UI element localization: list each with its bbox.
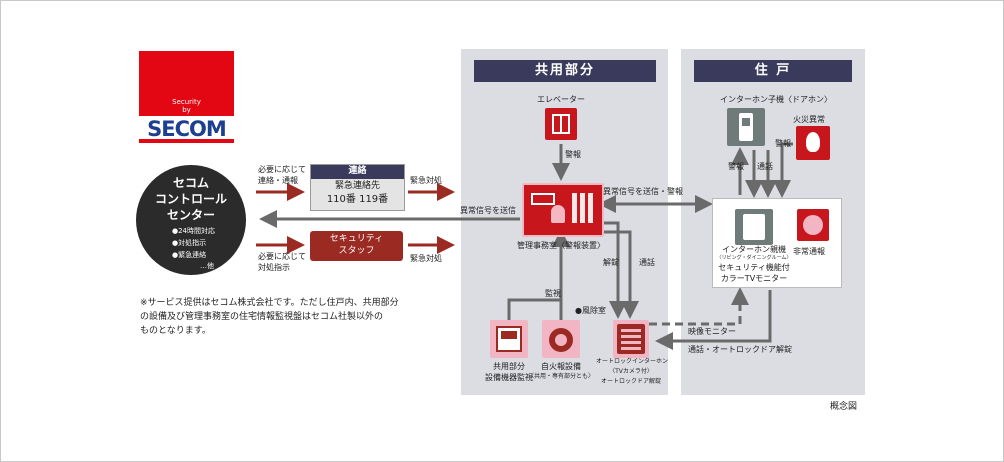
center-etc: …他: [200, 262, 214, 270]
upper-left-label-2: 連絡・通報: [258, 176, 298, 185]
intercom-label-1: インターホン親機: [722, 245, 786, 254]
facility-label-1: 共用部分: [493, 362, 525, 371]
note-line-3: ものとなります。: [140, 326, 211, 336]
dwelling-header: 住 戸: [694, 60, 852, 82]
intercom-label-4: カラーTVモニター: [720, 274, 788, 283]
upper-right-label: 緊急対処: [410, 176, 442, 185]
emergency-icon: [797, 209, 829, 241]
door-phone-label: インターホン子機〈ドアホン〉: [720, 95, 832, 104]
lower-right-label: 緊急対処: [410, 254, 442, 263]
dwelling-alarm-label: 警報: [728, 162, 744, 171]
autolock-intercom-icon: [613, 320, 649, 358]
center-title-line-1: セコム: [172, 176, 209, 190]
lower-left-label-1: 必要に応じて: [258, 252, 306, 261]
abnormal-signal-label: 異常信号を送信・警報: [603, 187, 683, 196]
note-line-1: ※サービス提供はセコム株式会社です。ただし住戸内、共用部分: [140, 298, 399, 308]
call-unlock-label: 通話・オートロックドア解錠: [688, 345, 792, 354]
lower-left-label-2: 対処指示: [258, 263, 290, 272]
facility-label-2: 設備機器監視: [485, 373, 533, 382]
security-staff-box: セキュリティ スタッフ: [310, 231, 403, 261]
upper-left-label-1: 必要に応じて: [258, 165, 306, 174]
center-bullet-3: ●緊急連絡: [172, 251, 207, 259]
fire-label: 火災異常: [793, 115, 825, 124]
fire-icon: [796, 126, 830, 160]
dwelling-call-label: 通話: [757, 162, 773, 171]
center-bullet-1: ●24時間対応: [172, 227, 216, 235]
call-label: 通話: [639, 258, 655, 267]
autolock-label-2: 〈TVカメラ付〉: [609, 368, 653, 375]
wind-room-label: ●風除室: [575, 306, 606, 315]
monitor-label: 監視: [545, 289, 561, 298]
autolock-label-1: オートロックインターホン: [596, 358, 669, 365]
emergency-label: 非常通報: [793, 247, 825, 256]
fire-alarm-icon: [542, 320, 580, 358]
caption: 概念図: [830, 402, 858, 412]
autolock-label-3: オートロックドア解錠: [600, 378, 661, 385]
contact-box: 連絡 緊急連絡先 110番 119番: [310, 164, 405, 211]
contact-box-line-2: 110番 119番: [326, 194, 389, 205]
secom-logo: Security by SECOM: [139, 51, 234, 143]
office-label: 管理事務室〈警報装置〉: [517, 241, 605, 250]
fire-alarm-label-2: 〈共用・専有部分とも〉: [527, 373, 594, 380]
center-title-line-2: コントロール: [154, 192, 227, 206]
logo-by-text: by: [182, 106, 191, 114]
door-phone-icon: [727, 108, 765, 146]
contact-box-line-1: 緊急連絡先: [334, 181, 380, 191]
note-line-2: の設備及び管理事務室の住宅情報監視盤はセコム社製以外の: [140, 312, 384, 322]
intercom-box: 非常通報 インターホン親機 〈リビング・ダイニングルーム〉 セキュリティ機能付 …: [712, 198, 842, 288]
facility-monitor-icon: [490, 320, 528, 358]
logo-security-text: Security: [172, 98, 201, 106]
signal-label: 異常信号を送信: [460, 206, 516, 215]
intercom-label-2: 〈リビング・ダイニングルーム〉: [716, 255, 792, 261]
center-bullet-2: ●対処指示: [172, 239, 207, 247]
staff-line-2: スタッフ: [338, 246, 375, 256]
dwelling-alarm2-label: 警報: [775, 139, 791, 148]
staff-line-1: セキュリティ: [329, 234, 384, 244]
intercom-label-3: セキュリティ機能付: [718, 263, 790, 272]
office-alarm-panel-icon: [522, 183, 604, 237]
intercom-icon: [735, 209, 773, 245]
secom-control-center: [136, 165, 246, 275]
elevator-icon: [545, 108, 577, 140]
video-monitor-label: 映像モニター: [688, 327, 736, 336]
common-area-header: 共用部分: [474, 60, 656, 82]
contact-box-title: 連絡: [348, 166, 367, 176]
elevator-label: エレベーター: [537, 95, 585, 104]
logo-secom-text: SECOM: [147, 117, 227, 141]
fire-alarm-label-1: 自火報設備: [541, 362, 581, 371]
elevator-alarm-label: 警報: [565, 150, 581, 159]
unlock-label: 解錠: [603, 258, 619, 267]
center-title-line-3: センター: [166, 208, 215, 222]
